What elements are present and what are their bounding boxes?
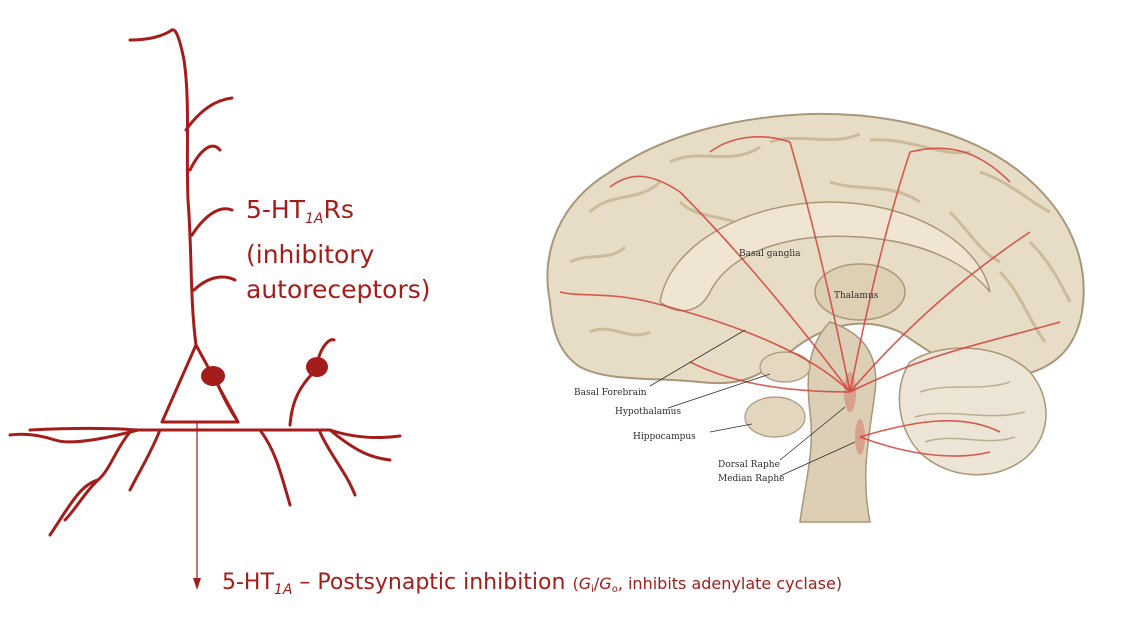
median-raphe-label: Median Raphe (718, 474, 785, 484)
autoreceptor-dot (306, 357, 328, 377)
corpus-callosum (659, 201, 991, 312)
paren-rest: , inhibits adenylate cyclase) (617, 574, 843, 593)
autoreceptor-dot (201, 366, 225, 386)
receptor-line3: autoreceptors) (246, 275, 431, 304)
basal-ganglia-label: Basal ganglia (739, 249, 801, 259)
postsynaptic-main: – Postsynaptic inhibition (292, 570, 573, 595)
apical-dendrite-branch (184, 96, 234, 132)
postsynaptic-label: 5-HT1A – Postsynaptic inhibition (Gi/Go,… (222, 568, 842, 605)
neuron-soma (160, 343, 240, 424)
basal-dendrite (328, 428, 392, 462)
go-subscript: o (611, 584, 618, 595)
postsynaptic-prefix: 5-HT (222, 570, 274, 595)
hippocampus-label: Hippocampus (633, 432, 696, 442)
basal-dendrite (128, 428, 162, 492)
brain-sagittal-illustration (546, 112, 1085, 523)
brainstem (799, 321, 877, 523)
receptor-prefix: 5-HT (246, 195, 305, 224)
receptor-stalk (316, 338, 336, 362)
autoreceptor-label: 5-HT1ARs (inhibitory autoreceptors) (246, 192, 431, 307)
dorsal-raphe-label: Dorsal Raphe (718, 460, 780, 470)
cerebrum (546, 112, 1085, 385)
basal-dendrite (318, 430, 357, 497)
slash: / (593, 574, 600, 593)
hypothalamus-label: Hypothalamus (615, 407, 682, 417)
cerebellum (898, 347, 1047, 476)
basal-dendrite (48, 478, 100, 537)
apical-dendrite-branch (128, 28, 174, 42)
receptor-subscript: 1A (305, 211, 324, 227)
apical-dendrite-branch (188, 144, 222, 172)
apical-dendrite-branch (192, 275, 237, 292)
postsynaptic-subscript: 1A (273, 582, 293, 598)
basal-forebrain-label: Basal Forebrain (574, 388, 647, 398)
gi-subscript: i (591, 584, 594, 595)
basal-dendrite (8, 428, 140, 444)
thalamus-label: Thalamus (834, 291, 879, 301)
receptor-line2: (inhibitory (246, 240, 375, 269)
basal-dendrite (258, 428, 292, 507)
axon-arrowhead (193, 578, 201, 590)
apical-dendrite (170, 28, 198, 347)
basal-dendrite (63, 430, 132, 522)
apical-dendrite-branch (190, 207, 234, 237)
go-label: G (599, 574, 612, 593)
gi-label: G (578, 574, 592, 593)
hypothalamus (759, 351, 811, 383)
neuron-diagram (8, 28, 402, 590)
receptor-suffix: Rs (323, 195, 354, 224)
thalamus (814, 263, 906, 321)
paren-open: ( (572, 574, 579, 593)
basal-dendrite (28, 427, 402, 440)
hippocampus (744, 396, 806, 438)
